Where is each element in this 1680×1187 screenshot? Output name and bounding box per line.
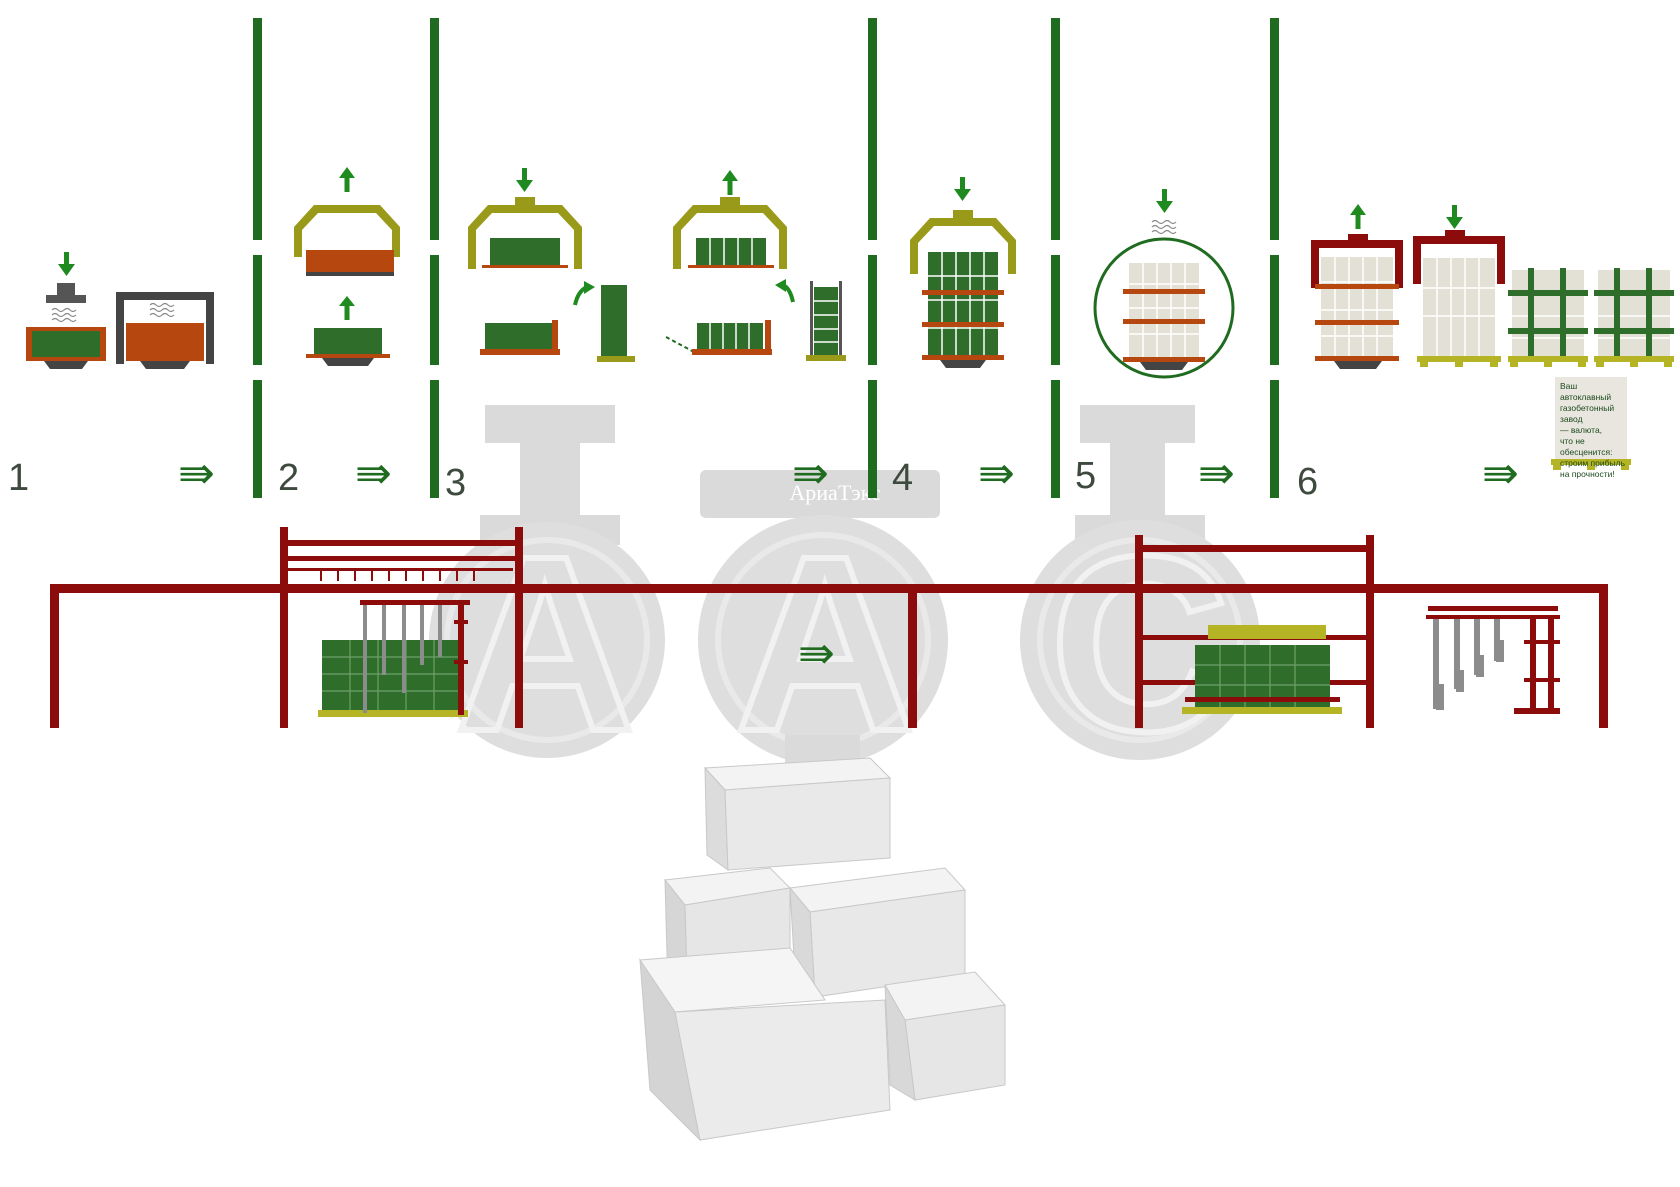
cutting-machine-left	[318, 600, 470, 717]
up-arrow-icon	[1350, 204, 1366, 229]
stage-2-icons	[294, 167, 400, 366]
stage-number-4: 4	[892, 457, 913, 499]
stage-5-icons	[1093, 189, 1235, 379]
divider-3-4	[868, 18, 877, 498]
cured-stack	[1123, 263, 1205, 370]
stage-number-2: 2	[278, 457, 299, 499]
up-arrow-icon	[722, 170, 738, 195]
flow-arrow-icon: ⇛	[178, 448, 215, 499]
flow-arrow-icon: ⇛	[978, 448, 1015, 499]
final-pallet-slogan: Ваш автоклавный газобетонный завод — вал…	[1560, 381, 1625, 479]
cut-block	[696, 238, 766, 265]
autoclave-left	[429, 405, 665, 758]
stage-1-icons	[26, 252, 214, 369]
divider-5-6	[1270, 18, 1279, 498]
stage-number-1: 1	[8, 457, 29, 499]
flow-arrow-icon: ⇛	[1482, 448, 1519, 499]
stage-number-6: 6	[1297, 461, 1318, 503]
watermark-brand: АриаТэкс	[789, 480, 880, 505]
stage-6-icons	[1311, 204, 1674, 470]
divider-1-2	[253, 18, 262, 498]
flow-arrow-icon: ⇛	[355, 448, 392, 499]
stage-number-5: 5	[1075, 455, 1096, 497]
flow-arrow-icon: ⇛	[798, 628, 835, 679]
divider-2-3	[430, 18, 439, 498]
watermark-letter-2: А	[735, 504, 916, 783]
up-arrow-icon	[339, 296, 355, 320]
steam-icon	[1151, 219, 1177, 235]
down-arrow-icon	[1446, 205, 1463, 229]
gripper-arms-right	[1426, 606, 1560, 714]
stage-number-3: 3	[445, 462, 466, 504]
stage-4-icons	[910, 177, 1016, 368]
stage-dividers	[253, 18, 1279, 498]
stage-numbers: 1 2 3 4 5 6	[8, 455, 1318, 504]
green-stack	[922, 252, 1004, 368]
flow-arrows: ⇛ ⇛ ⇛ ⇛ ⇛ ⇛ ⇛	[178, 448, 1519, 679]
down-arrow-icon	[58, 252, 75, 276]
watermark-letter-1: А	[455, 504, 636, 783]
steam-icon	[51, 307, 77, 323]
down-arrow-icon	[954, 177, 971, 201]
aerated-blocks-stack	[639, 757, 1006, 1142]
up-arrow-icon	[339, 167, 355, 192]
final-product-pallet	[1551, 377, 1631, 470]
flow-arrow-icon: ⇛	[792, 448, 829, 499]
divider-4-5	[1051, 18, 1060, 498]
stacking-machine-right	[1182, 625, 1342, 714]
autoclave-circle	[1093, 237, 1235, 379]
down-arrow-icon	[516, 168, 533, 192]
flow-arrow-icon: ⇛	[1198, 448, 1235, 499]
strapped-pallet	[1508, 268, 1588, 367]
strapped-pallet	[1594, 268, 1674, 367]
stage-3-icons	[468, 168, 846, 362]
down-arrow-icon	[1156, 189, 1173, 213]
